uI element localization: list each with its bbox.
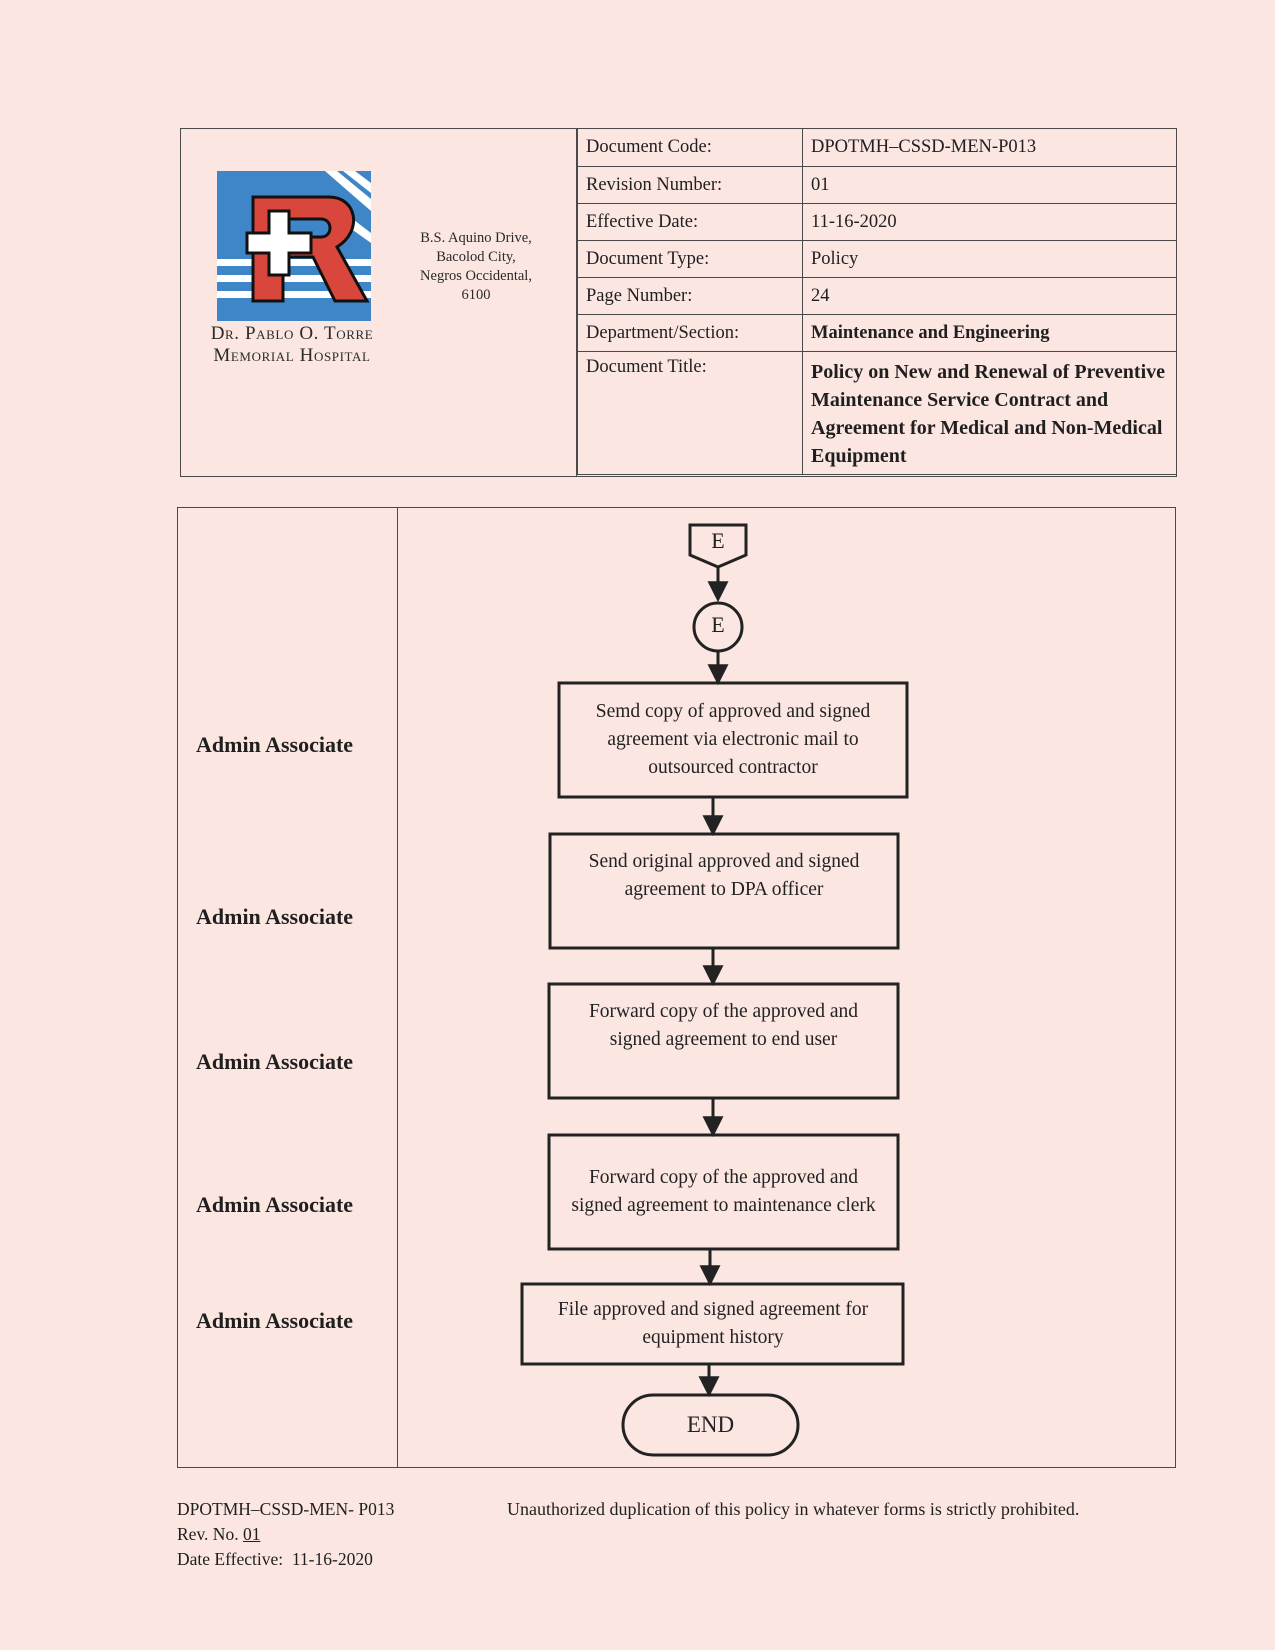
process-step-text: Send original approved and signed agreem… — [588, 851, 860, 900]
info-row: Revision Number: 01 — [577, 165, 1176, 204]
footer-revision: Rev. No. 01 — [177, 1522, 394, 1547]
info-row: Document Code: DPOTMH–CSSD-MEN-P013 — [577, 129, 1176, 167]
duplication-notice: Unauthorized duplication of this policy … — [507, 1499, 1080, 1519]
info-value: DPOTMH–CSSD-MEN-P013 — [802, 129, 1176, 167]
process-step-text: Semd copy of approved and signed agreeme… — [595, 701, 871, 778]
process-box — [557, 681, 909, 799]
process-box — [547, 1133, 900, 1251]
info-label: Effective Date: — [577, 202, 803, 241]
address-line: B.S. Aquino Drive, — [420, 230, 532, 246]
role-label: Admin Associate — [196, 732, 354, 757]
info-value: 24 — [802, 276, 1176, 315]
info-label: Document Type: — [577, 239, 803, 278]
offpage-connector-label: E — [711, 528, 725, 553]
process-box — [548, 832, 900, 950]
info-row: Effective Date: 11-16-2020 — [577, 202, 1176, 241]
info-value: 11-16-2020 — [802, 202, 1176, 241]
info-value: Policy — [802, 239, 1176, 278]
flowchart-diagram — [520, 523, 909, 1457]
revision-value: 01 — [242, 1524, 261, 1544]
flowchart-box: Admin Associate Admin Associate Admin As… — [177, 507, 1176, 1468]
onpage-connector-label: E — [711, 612, 725, 637]
hospital-name: Dr. Pablo O. Torre Memorial Hospital — [189, 323, 395, 367]
role-label: Admin Associate — [196, 1308, 354, 1333]
hospital-cross-r-logo-icon — [217, 171, 371, 321]
hospital-name-line1: Dr. Pablo O. Torre — [210, 323, 374, 344]
info-row: Page Number: 24 — [577, 276, 1176, 315]
document-title: Policy on New and Renewal of Preventive … — [802, 350, 1176, 475]
role-label: Admin Associate — [196, 1049, 354, 1074]
info-label: Page Number: — [577, 276, 803, 315]
terminal-shape — [621, 1393, 800, 1457]
process-step-text: Forward copy of the approved and signed … — [588, 1001, 859, 1050]
role-label: Admin Associate — [196, 1192, 354, 1217]
revision-label: Rev. No. — [177, 1524, 243, 1544]
info-label: Department/Section: — [577, 313, 803, 352]
document-info-table: Document Code: DPOTMH–CSSD-MEN-P013 Revi… — [577, 129, 1176, 475]
info-label: Document Code: — [577, 129, 803, 167]
hospital-address: B.S. Aquino Drive, Bacolod City, Negros … — [406, 229, 546, 305]
responsible-role-column: Admin Associate Admin Associate Admin As… — [178, 508, 398, 1467]
address-line: Negros Occidental, — [420, 268, 532, 284]
address-line: Bacolod City, — [436, 249, 516, 265]
info-row: Department/Section: Maintenance and Engi… — [577, 313, 1176, 352]
date-label: Date Effective: — [177, 1549, 292, 1569]
footer-date: Date Effective: 11-16-2020 — [177, 1547, 394, 1572]
date-value: 11-16-2020 — [291, 1549, 373, 1569]
hospital-name-line2: Memorial Hospital — [213, 345, 371, 366]
info-value: 01 — [802, 165, 1176, 204]
info-row: Document Type: Policy — [577, 239, 1176, 278]
logo-cell: Dr. Pablo O. Torre Memorial Hospital B.S… — [181, 129, 577, 476]
role-label: Admin Associate — [196, 904, 354, 929]
document-header: Dr. Pablo O. Torre Memorial Hospital B.S… — [180, 128, 1177, 477]
process-box — [520, 1282, 905, 1366]
info-row: Document Title: Policy on New and Renewa… — [577, 350, 1176, 475]
process-step-text: Forward copy of the approved and signed … — [571, 1167, 876, 1216]
process-step-text: File approved and signed agreement for e… — [557, 1299, 869, 1348]
address-line: 6100 — [461, 287, 491, 303]
footer-code: DPOTMH–CSSD-MEN- P013 — [177, 1499, 395, 1519]
terminal-label: END — [686, 1412, 735, 1437]
info-label: Revision Number: — [577, 165, 803, 204]
footer-document-info: DPOTMH–CSSD-MEN- P013 Rev. No. 01 Date E… — [177, 1497, 394, 1572]
process-box — [547, 982, 900, 1100]
info-label: Document Title: — [577, 350, 803, 475]
department-value: Maintenance and Engineering — [802, 313, 1176, 352]
offpage-connector-shape — [688, 523, 748, 569]
